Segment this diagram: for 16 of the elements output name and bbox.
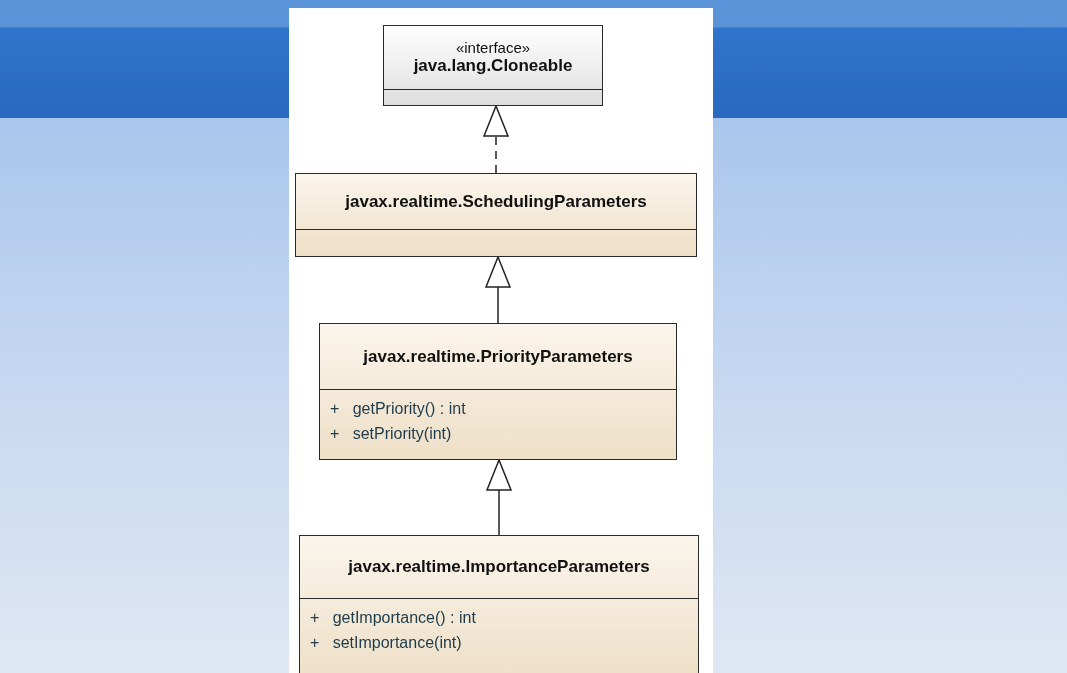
method-text: + setPriority(int) <box>330 425 453 443</box>
generalization-arrow <box>485 256 511 324</box>
class-name: javax.realtime.ImportanceParameters <box>348 557 650 577</box>
stereotype-label: «interface» <box>455 39 531 56</box>
class-name: javax.realtime.PriorityParameters <box>363 346 633 367</box>
class-box <box>299 535 699 673</box>
class-box <box>295 173 697 257</box>
class-box <box>319 323 677 460</box>
method-text: + getPriority() : int <box>330 400 467 418</box>
interface-box <box>383 25 603 106</box>
class-name: javax.realtime.SchedulingParameters <box>345 191 647 212</box>
generalization-arrow <box>486 459 512 536</box>
class-name: java.lang.Cloneable <box>413 56 573 76</box>
method-text: + setImportance(int) <box>310 634 463 652</box>
generalization-arrow <box>483 105 509 174</box>
method-text: + getImportance() : int <box>310 609 477 627</box>
